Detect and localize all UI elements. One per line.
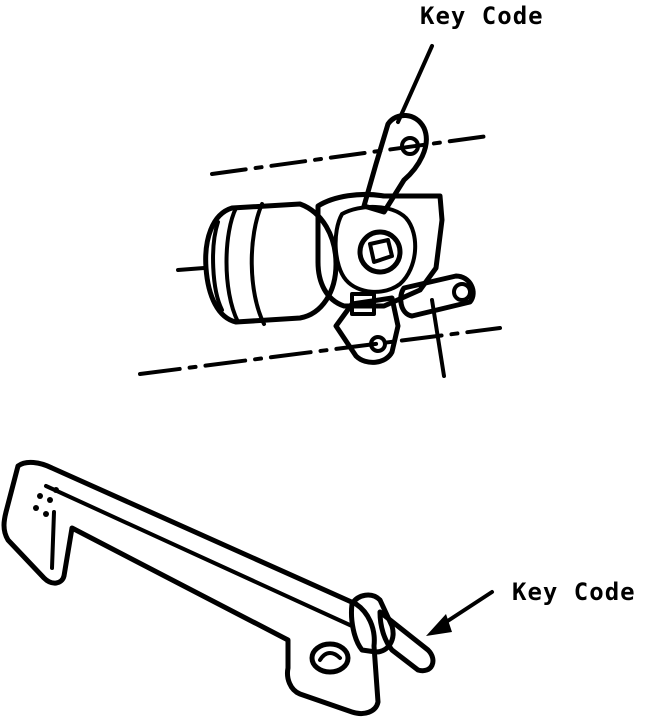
leader-arrowhead [426,614,452,636]
marking-dot-2 [47,497,53,503]
centerline-axis [176,266,206,272]
housing-inner-rim [333,204,418,294]
linkage-rod-end [452,282,472,302]
key-code-tab-bottom [377,609,436,674]
lock-cylinder-assembly [138,44,502,378]
leader-line-bottom [438,590,494,628]
lock-bar-assembly [1,459,494,717]
barrel-ridge-1 [224,206,240,324]
key-code-label-top: Key Code [420,2,544,30]
cylinder-barrel [203,201,339,325]
lever-hole [369,335,387,353]
cylinder-housing [315,191,445,309]
lock-bar-inner-edge [44,484,354,628]
key-code-label-bottom: Key Code [512,578,636,606]
barrel-ridge-3 [211,220,224,312]
key-code-tab-hole [400,136,420,156]
bar-keyhole-slot [318,651,342,662]
leader-line-top [396,44,434,124]
key-code-tab-top [361,113,429,215]
keyhole-slot [368,238,394,264]
centerline-lower [138,326,502,376]
marking-dot-4 [43,511,49,517]
lock-bar-outline [1,459,381,717]
retainer-block [350,292,376,316]
barrel-ridge-2 [249,202,266,326]
centerline-upper [210,134,490,176]
marking-dot-1 [37,493,43,499]
marking-dot-3 [33,505,39,511]
keyhole-plug [357,229,403,275]
lock-bar-fold [50,510,56,570]
bar-cylinder-face [309,641,351,675]
linkage-rod [398,273,476,319]
lever-arm [333,295,401,365]
marking-dot-5 [53,487,59,493]
